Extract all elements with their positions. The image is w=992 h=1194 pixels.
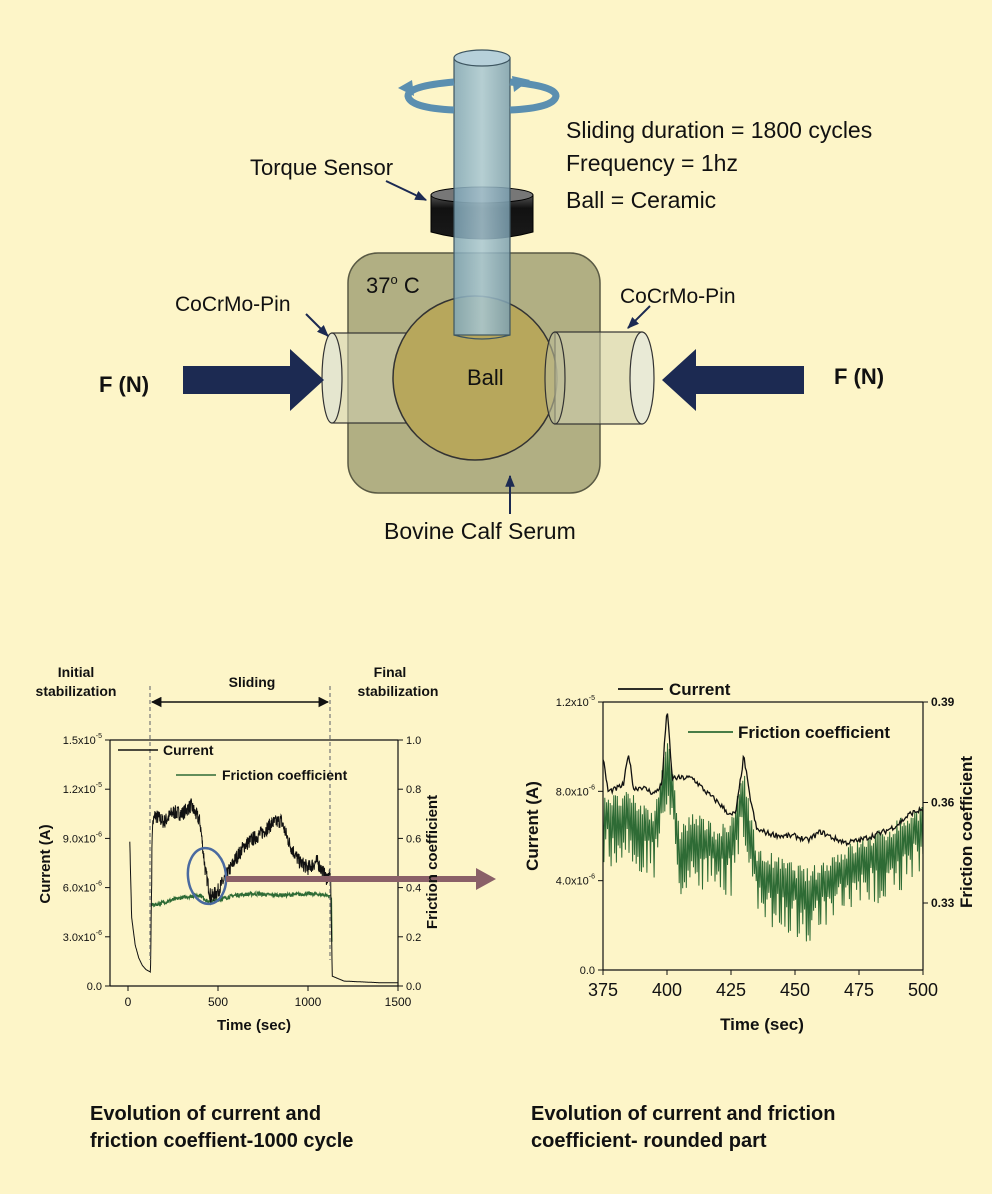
- caption-right-line1: Evolution of current and friction: [531, 1103, 836, 1125]
- force-left-label: F (N): [99, 372, 149, 397]
- x-tick-label-left: 1000: [295, 995, 322, 1009]
- pin-right-label: CoCrMo-Pin: [620, 285, 736, 308]
- y-tick-label-right: 1.2x10-5: [556, 695, 595, 709]
- y-tick-label-right: 0.0: [580, 965, 595, 977]
- caption-right: Evolution of current and friction coeffi…: [531, 1101, 951, 1155]
- series-current-line: [129, 798, 398, 984]
- param-line-duration: Sliding duration = 1800 cycles: [566, 117, 872, 143]
- x-tick-label-left: 500: [208, 995, 228, 1009]
- x-axis-title-left: Time (sec): [217, 1017, 291, 1034]
- legend-friction-label-r: Friction coefficient: [738, 723, 890, 742]
- ball-label: Ball: [467, 365, 504, 390]
- y2-tick-label-left: 0.8: [406, 784, 421, 796]
- x-tick-label-left: 1500: [385, 995, 412, 1009]
- y-tick-label-left: 0.0: [87, 981, 102, 993]
- highlight-ellipse: [186, 846, 228, 906]
- param-line-ball: Ball = Ceramic: [566, 187, 716, 213]
- caption-left-line1: Evolution of current and: [90, 1103, 322, 1125]
- phase-label-initial-line1: Initial: [58, 664, 95, 680]
- torque-pointer: [385, 180, 428, 201]
- y2-axis-title-left: Friction coefficient: [424, 795, 441, 929]
- y2-tick-label-right: 0.33: [931, 896, 955, 910]
- phase-label-final-line2: stabilization: [358, 683, 439, 699]
- x-tick-label-right: 475: [844, 980, 874, 1000]
- force-right-label: F (N): [834, 364, 884, 389]
- y2-tick-label-right: 0.39: [931, 695, 955, 709]
- caption-right-line2: coefficient- rounded part: [531, 1130, 767, 1152]
- y2-tick-label-left: 0.4: [406, 883, 421, 895]
- apparatus-diagram: Sliding duration = 1800 cycles Frequency…: [99, 49, 884, 544]
- y2-tick-label-right: 0.36: [931, 796, 955, 810]
- chart-current-friction-rounded-part: 375 400 425 450 475 500 0.0 4.0x10-6 8.0x10-6 1.2…: [523, 680, 976, 1034]
- x-tick-label-right: 400: [652, 980, 682, 1000]
- rotating-shaft: [453, 49, 511, 340]
- y-tick-label-left: 1.5x10-5: [63, 733, 102, 747]
- param-line-frequency: Frequency = 1hz: [566, 150, 738, 176]
- torque-sensor-label: Torque Sensor: [250, 155, 393, 180]
- x-tick-label-right: 375: [588, 980, 618, 1000]
- y2-tick-label-left: 0.6: [406, 833, 421, 845]
- y2-tick-label-left: 1.0: [406, 735, 421, 747]
- x-axis-title-right: Time (sec): [720, 1015, 804, 1034]
- y-tick-label-left: 6.0x10-6: [63, 881, 102, 895]
- legend-current-label: Current: [163, 742, 214, 758]
- legend-current-label-r: Current: [669, 680, 731, 699]
- x-tick-label-right: 450: [780, 980, 810, 1000]
- series-friction-line-r: [603, 743, 923, 942]
- temperature-label: 37o C: [366, 272, 420, 298]
- pin-right-pointer: [627, 305, 651, 329]
- force-arrow-left-icon: [183, 349, 324, 411]
- force-arrow-right-icon: [662, 349, 804, 411]
- y2-tick-label-left: 0.0: [406, 981, 421, 993]
- y-tick-label-right: 8.0x10-6: [556, 784, 595, 798]
- y-tick-label-left: 9.0x10-6: [63, 831, 102, 845]
- y-tick-label-right: 4.0x10-6: [556, 874, 595, 888]
- x-tick-label-left: 0: [125, 995, 132, 1009]
- phase-label-sliding: Sliding: [229, 674, 276, 690]
- y-tick-label-left: 3.0x10-6: [63, 930, 102, 944]
- phase-label-final-line1: Final: [374, 664, 407, 680]
- x-tick-label-right: 500: [908, 980, 938, 1000]
- y2-tick-label-left: 0.2: [406, 932, 421, 944]
- legend-friction-label: Friction coefficient: [222, 767, 348, 783]
- series-current-line-r: [603, 713, 923, 847]
- series-friction-line: [150, 890, 333, 942]
- chart-current-friction-1000-cycle: 0 500 1000 1500 0.0 3.0x10-6 6.0x10-6 9.0x10-6 1…: [36, 664, 496, 1034]
- pin-left-pointer: [305, 313, 329, 337]
- pin-left-label: CoCrMo-Pin: [175, 293, 291, 316]
- pin-right: [544, 331, 655, 425]
- serum-label: Bovine Calf Serum: [384, 518, 576, 544]
- y-axis-title-right: Current (A): [523, 781, 542, 871]
- x-tick-label-right: 425: [716, 980, 746, 1000]
- y-axis-title-left: Current (A): [37, 824, 54, 903]
- y2-axis-title-right: Friction coefficient: [957, 756, 976, 908]
- transfer-arrow-icon: [226, 868, 496, 890]
- y-tick-label-left: 1.2x10-5: [63, 782, 102, 796]
- caption-left-line2: friction coeffient-1000 cycle: [90, 1130, 354, 1152]
- caption-left: Evolution of current and friction coeffi…: [90, 1101, 450, 1155]
- phase-label-initial-line2: stabilization: [36, 683, 117, 699]
- rotation-arrow-icon: [398, 76, 560, 114]
